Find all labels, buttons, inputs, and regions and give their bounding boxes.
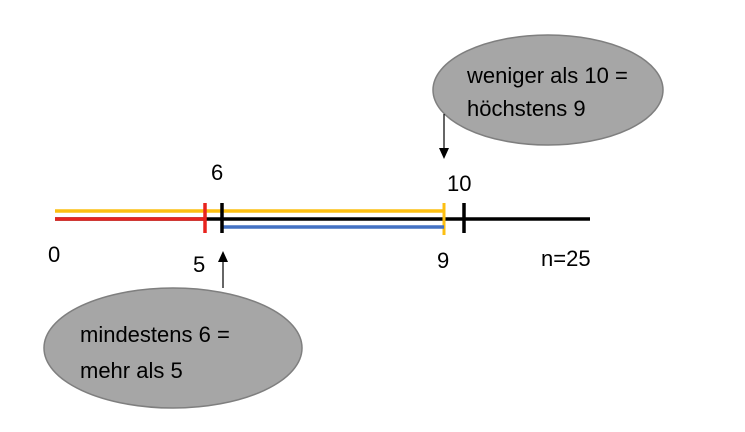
- label-six: 6: [211, 160, 223, 185]
- callout-bottom-line2: mehr als 5: [80, 358, 183, 383]
- label-zero: 0: [48, 242, 60, 267]
- callout-bottom-line1: mindestens 6 =: [80, 322, 230, 347]
- callout-bubble-top: [432, 34, 664, 146]
- label-ten: 10: [447, 171, 471, 196]
- callout-bubble-bottom: [43, 287, 303, 409]
- callout-top-line2: höchstens 9: [467, 96, 586, 121]
- label-nine: 9: [437, 248, 449, 273]
- label-n-total: n=25: [541, 246, 591, 271]
- callout-top-line1: weniger als 10 =: [466, 63, 628, 88]
- arrow-down-icon: [439, 148, 449, 159]
- label-five: 5: [193, 252, 205, 277]
- arrow-up-icon: [218, 251, 228, 262]
